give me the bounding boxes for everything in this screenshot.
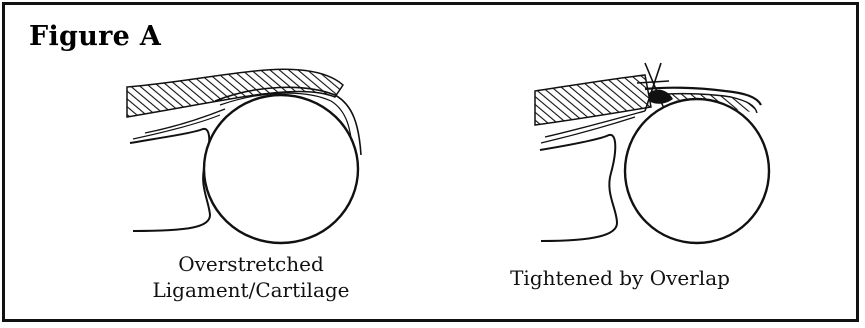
right-caption: Tightened by Overlap — [475, 265, 765, 291]
right-lower-bone — [540, 135, 617, 241]
left-caption: Overstretched Ligament/Cartilage — [123, 251, 379, 303]
right-joint-circle — [625, 99, 769, 243]
left-caption-line-1: Overstretched — [123, 251, 379, 277]
left-caption-line-2: Ligament/Cartilage — [123, 277, 379, 303]
right-caption-line-1: Tightened by Overlap — [475, 265, 765, 291]
figure-frame: Figure A O — [2, 2, 859, 322]
